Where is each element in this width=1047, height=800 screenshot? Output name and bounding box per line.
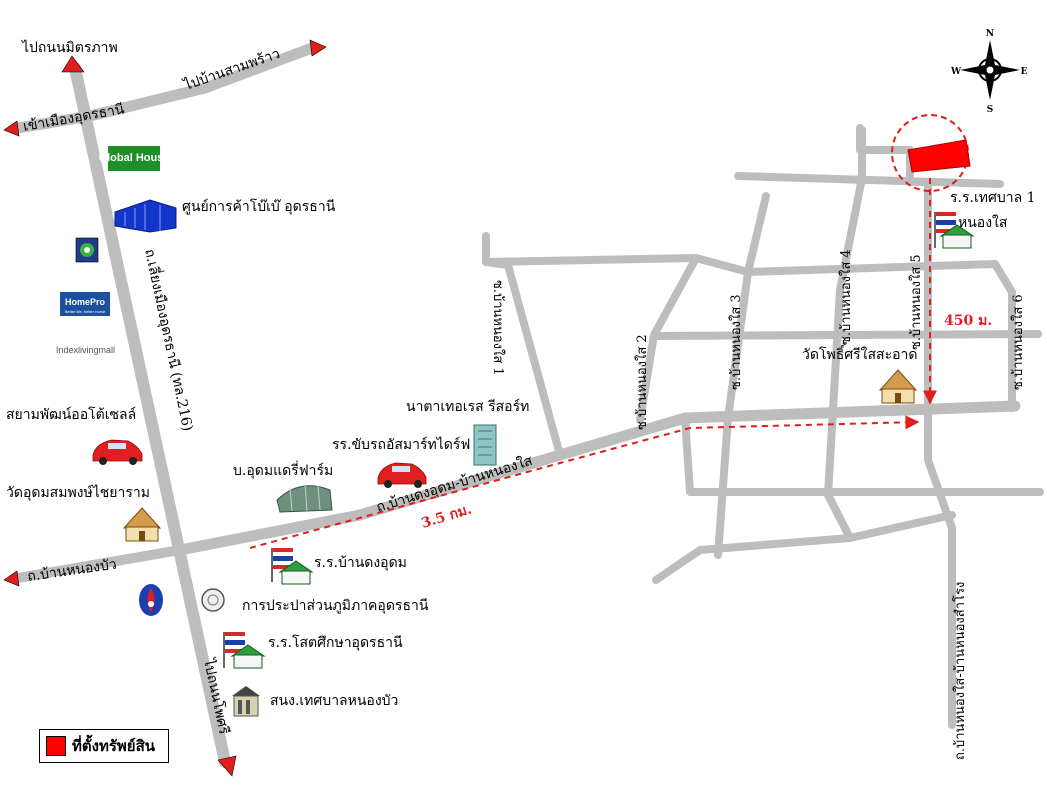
label-nongsai: หนองใส: [958, 214, 1008, 231]
road-hwy-216: [69, 62, 231, 768]
label-soi5: ซ.บ้านหนองใส 5: [908, 254, 924, 350]
fuel-brand-logo: [75, 237, 99, 263]
compass-s: S: [987, 105, 994, 115]
homepro-text: HomePro: [65, 297, 106, 307]
road-e-336: [650, 330, 1042, 340]
label-siam-motors: สยามพัฒน์ออโต้เซลล์: [6, 406, 136, 423]
school-flag-icon: [271, 548, 314, 585]
arrow-down-icon: [217, 755, 237, 777]
label-soi6: ซ.บ้านหนองใส 6: [1010, 294, 1026, 390]
label-soi3: ซ.บ้านหนองใส 3: [728, 294, 744, 390]
label-soi1: ซ.บ้านหนองใส 1: [490, 280, 506, 376]
road-e-top: [734, 172, 1004, 188]
label-wat-phosri: วัดโพธิ์ศรีใสสะอาด: [802, 344, 917, 363]
label-soi4: ซ.บ้านหนองใส 4: [838, 249, 854, 345]
arrow-left-icon: [3, 120, 20, 137]
bigc-building-icon: [114, 199, 177, 233]
label-natalie-resort: นาตาเทอเรส รีสอร์ท: [406, 398, 529, 415]
road-samphrao: [12, 42, 318, 134]
road-soi4: [824, 126, 866, 542]
homepro-tagline: Better life, better home: [65, 309, 106, 314]
compass-w: W: [950, 67, 962, 77]
car-icon: [377, 462, 427, 488]
property-location: [891, 114, 971, 192]
tower-building-icon: [473, 424, 497, 466]
property-legend-swatch: [46, 736, 66, 756]
distance-3500-arrow: [249, 415, 920, 549]
school-flag-icon: [934, 212, 975, 249]
label-wat-udom: วัดอุดมสมพงษ์ไชยาราม: [6, 484, 150, 501]
road-soi3: [714, 192, 770, 559]
label-distance-35: 3.5 กม.: [419, 501, 473, 531]
arrow-right-icon: [309, 39, 327, 57]
road-nongbua: [13, 545, 185, 583]
label-school-dongudom: ร.ร.บ้านดงอุดม: [314, 555, 407, 571]
label-pwa: การประปาส่วนภูมิภาคอุดรธานี: [242, 598, 429, 614]
road-e-mid: [482, 254, 1016, 412]
label-to-udon-city: เข้าเมืองอุดรธานี: [22, 101, 126, 135]
municipal-building-icon: [232, 686, 260, 717]
pwa-seal-icon: [201, 588, 225, 612]
road-e-south: [652, 511, 956, 584]
legend-label: ที่ตั้งทรัพย์สิน: [72, 737, 155, 755]
road-e-492: [681, 414, 1044, 496]
roads: [12, 42, 1044, 768]
compass-e: E: [1021, 67, 1028, 77]
label-bigc: ศูนย์การค้าโบ๊เบ๊ อุดรธานี: [182, 198, 336, 215]
label-udom-dairy: บ.อุดมแดรี่ฟาร์ม: [233, 461, 333, 479]
label-school-tessaban: ร.ร.เทศบาล 1: [950, 190, 1036, 206]
car-icon: [92, 439, 143, 465]
warehouse-icon: [276, 483, 333, 513]
road-end-arrows: [3, 39, 327, 777]
compass-icon: N S E W: [950, 29, 1028, 115]
label-road-nongsai-nongsamrong: ถ.บ้านหนองใส-บ้านหนองสำโรง: [952, 582, 968, 760]
school-flag-icon: [223, 632, 266, 669]
temple-icon: [878, 369, 918, 404]
global-house-text: Global House: [99, 152, 170, 164]
arrow-left-icon: [3, 570, 20, 587]
global-house-logo: Global House: [99, 146, 170, 171]
map-legend: ที่ตั้งทรัพย์สิน: [39, 729, 169, 763]
homepro-logo: HomePro Better life, better home: [60, 292, 110, 316]
index-living-logo: Indexlivingmall: [56, 345, 115, 355]
label-school-sot: ร.ร.โสตศึกษาอุดรธานี: [268, 634, 403, 651]
label-distance-450: 450 ม.: [944, 313, 992, 329]
arrow-up-icon: [61, 55, 85, 73]
temple-icon: [122, 507, 162, 542]
gas-station-logo: [139, 584, 163, 616]
label-soi2: ซ.บ้านหนองใส 2: [634, 334, 650, 430]
label-to-nongbua: ถ.บ้านหนองบัว: [26, 557, 117, 585]
label-to-mittraphap: ไปถนนมิตรภาพ: [21, 39, 118, 56]
property-marker: [907, 139, 971, 173]
label-municipal-nongbua: สนง.เทศบาลหนองบัว: [270, 693, 398, 709]
label-smart-drive: รร.ขับรถอัสมาร์ทไดร์ฟ: [332, 436, 470, 453]
compass-n: N: [986, 29, 994, 39]
